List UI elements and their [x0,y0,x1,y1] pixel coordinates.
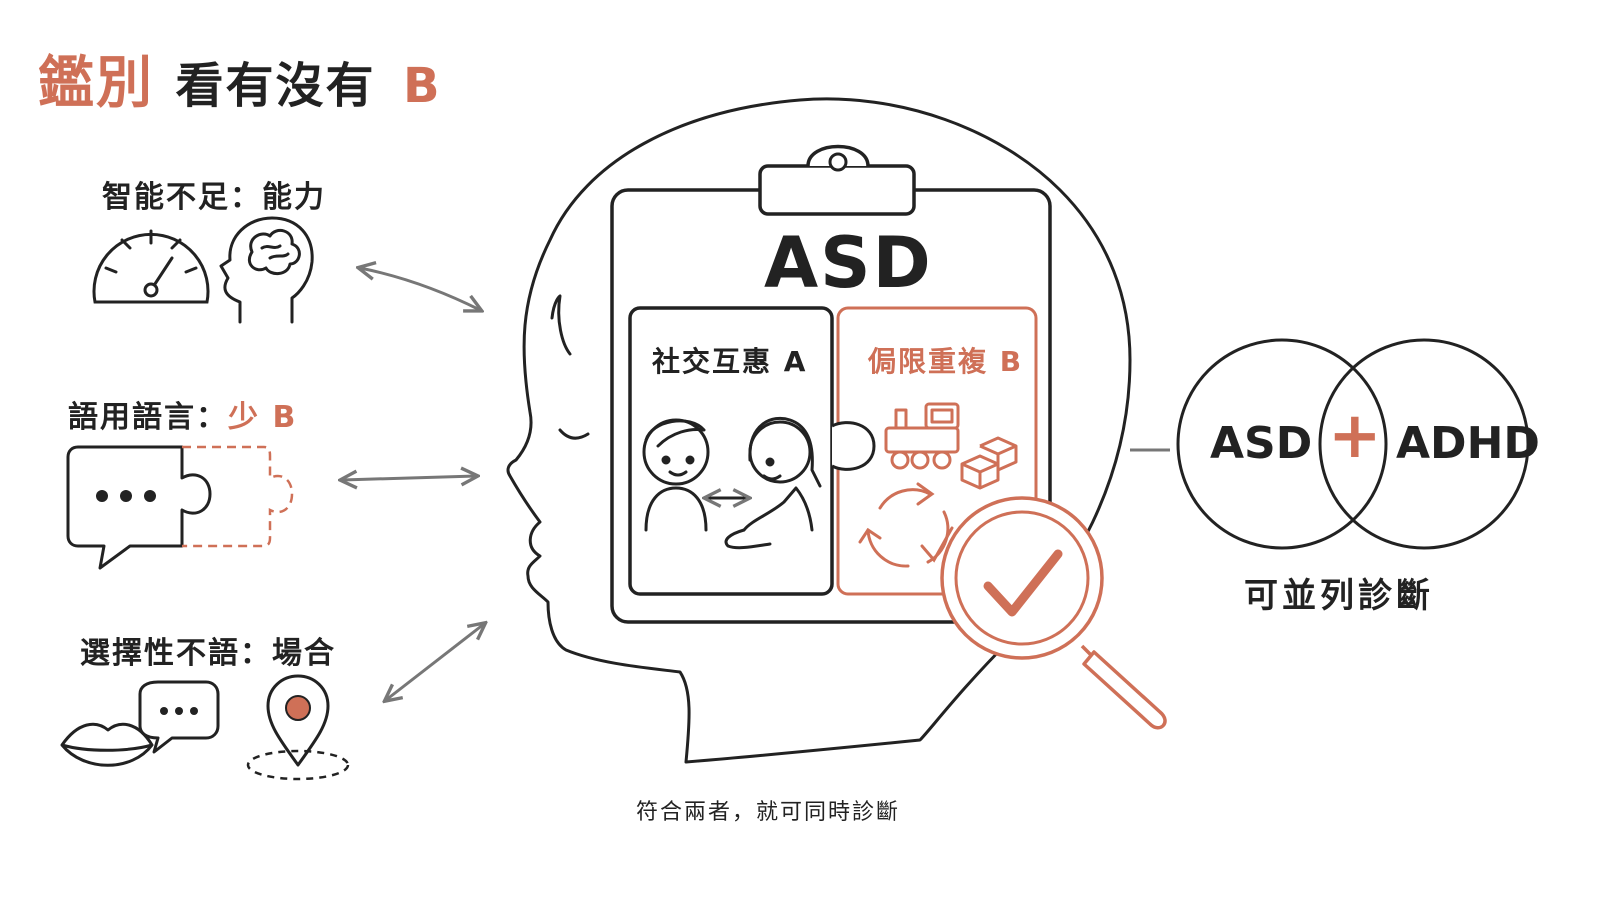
title-rest: 看有沒有 [175,58,376,114]
blocks-icon [960,436,1018,490]
label-pragmatic-language: 語用語言：少 B [68,400,298,435]
venn-left-label: ASD [1210,418,1313,469]
brain-head-icon [219,216,314,324]
title-accent: 鑑別 [38,51,154,116]
venn-plus-symbol: + [1328,399,1382,473]
title-highlight: B [403,58,442,114]
label-selective-mutism: 選擇性不語：場合 [80,636,336,671]
speech-bubble-puzzle-icon [66,445,294,570]
panel-b-label: 侷限重複 B [868,345,1024,378]
bottom-caption: 符合兩者，就可同時診斷 [636,800,901,825]
puzzle-tab [831,421,876,471]
page-title: 鑑別 看有沒有 B [38,38,442,119]
clipboard-heading: ASD [764,222,933,304]
connector-arrows [342,268,484,700]
label-intellectual-disability: 智能不足：能力 [102,180,326,215]
panel-a-label: 社交互惠 A [652,345,808,378]
magnifier-check-icon [940,496,1167,730]
lips-icon [60,722,154,767]
location-pin-icon [246,674,350,781]
cycle-arrows-icon [858,482,954,568]
venn-caption: 可並列診斷 [1244,576,1434,616]
train-icon [884,402,960,470]
venn-diagram [1176,338,1530,550]
venn-right-label: ADHD [1396,418,1540,469]
chat-bubble-icon [138,680,220,754]
speedometer-icon [92,229,210,304]
children-icon [642,416,822,550]
